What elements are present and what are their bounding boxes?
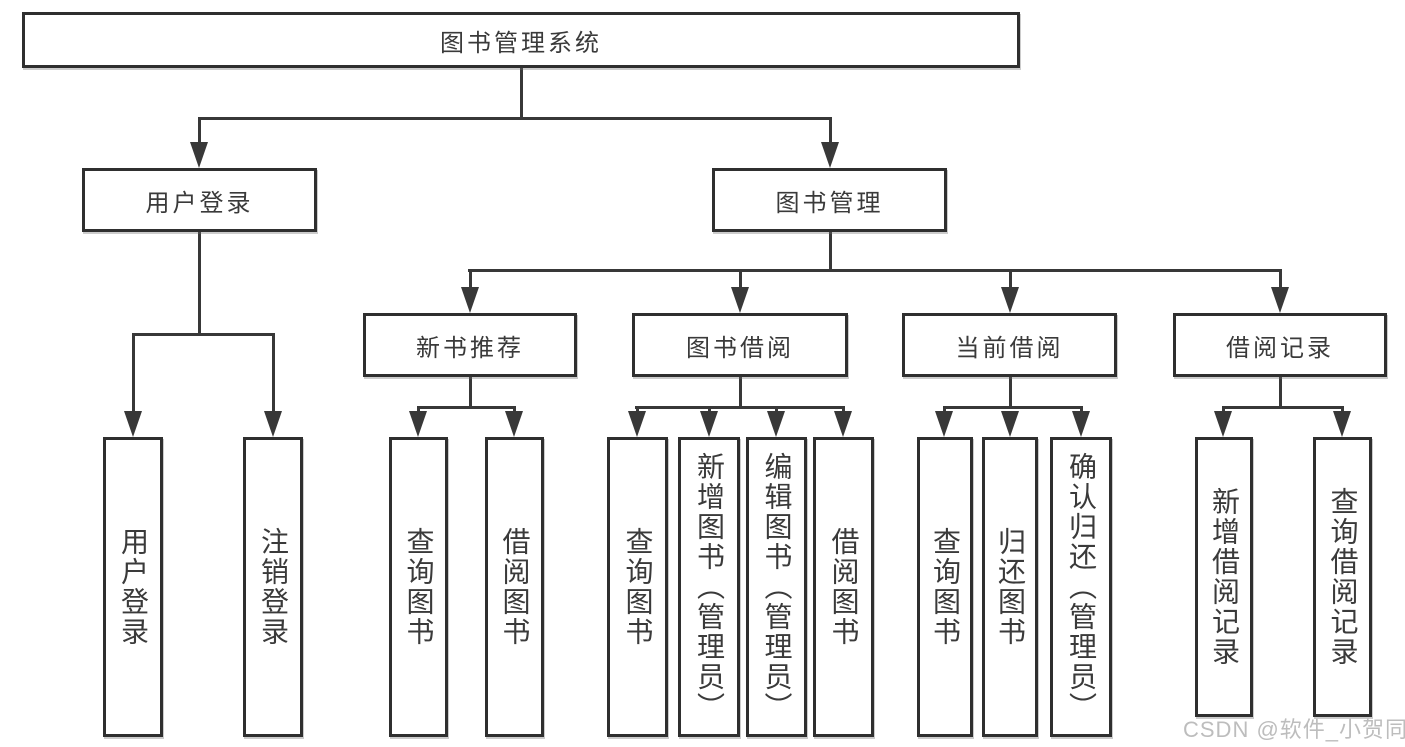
leaf-label: 查询图书 bbox=[930, 527, 961, 647]
leaf-add-borrow-record: 新增借阅记录 bbox=[1195, 437, 1253, 717]
leaf-confirm-return-admin: 确认归还（管理员） bbox=[1050, 437, 1112, 737]
leaf-add-books-admin: 新增图书（管理员） bbox=[678, 437, 740, 737]
node-current-borrowing: 当前借阅 bbox=[902, 313, 1117, 377]
leaf-return-books: 归还图书 bbox=[982, 437, 1038, 737]
connector-line bbox=[469, 269, 472, 291]
connector-line bbox=[132, 333, 135, 413]
leaf-label: 用户登录 bbox=[118, 527, 149, 647]
arrow-down-icon bbox=[190, 142, 208, 168]
connector-line bbox=[272, 333, 275, 413]
connector-line bbox=[739, 377, 742, 409]
leaf-borrow-books: 借阅图书 bbox=[813, 437, 874, 737]
connector-line bbox=[417, 406, 516, 409]
connector-line bbox=[513, 406, 516, 414]
connector-line bbox=[829, 117, 832, 144]
leaf-label: 借阅图书 bbox=[499, 527, 531, 647]
connector-line bbox=[1279, 269, 1282, 291]
connector-line bbox=[1009, 269, 1012, 291]
node-user-login: 用户登录 bbox=[82, 168, 317, 232]
arrow-down-icon bbox=[1333, 411, 1351, 437]
connector-line bbox=[1279, 377, 1282, 409]
leaf-label: 查询借阅记录 bbox=[1327, 487, 1359, 667]
arrow-down-icon bbox=[834, 411, 852, 437]
arrow-down-icon bbox=[264, 411, 282, 437]
connector-line bbox=[775, 406, 778, 414]
arrow-down-icon bbox=[628, 411, 646, 437]
connector-line bbox=[1009, 377, 1012, 409]
leaf-label: 查询图书 bbox=[622, 527, 654, 647]
connector-line bbox=[468, 269, 1282, 272]
connector-line bbox=[198, 232, 201, 336]
csdn-watermark: CSDN @软件_小贺同学 bbox=[1183, 717, 1405, 742]
arrow-down-icon bbox=[409, 411, 427, 437]
arrow-down-icon bbox=[767, 411, 785, 437]
node-label: 图书借阅 bbox=[686, 334, 794, 362]
arrow-down-icon bbox=[1271, 287, 1289, 313]
arrow-down-icon bbox=[505, 411, 523, 437]
connector-line bbox=[520, 68, 523, 118]
connector-line bbox=[417, 406, 420, 414]
node-label: 借阅记录 bbox=[1226, 334, 1334, 362]
arrow-down-icon bbox=[1001, 411, 1019, 437]
arrow-down-icon bbox=[124, 411, 142, 437]
node-label: 当前借阅 bbox=[955, 334, 1064, 362]
node-label: 图书管理 bbox=[775, 189, 884, 217]
leaf-edit-books-admin: 编辑图书（管理员） bbox=[746, 437, 807, 737]
leaf-user-login: 用户登录 bbox=[103, 437, 163, 737]
arrow-down-icon bbox=[700, 411, 718, 437]
arrow-down-icon bbox=[1214, 411, 1232, 437]
connector-line bbox=[739, 269, 742, 291]
leaf-label: 归还图书 bbox=[995, 527, 1026, 647]
connector-line bbox=[1080, 406, 1083, 414]
connector-line bbox=[198, 117, 201, 144]
connector-line bbox=[198, 117, 832, 120]
arrow-down-icon bbox=[1072, 411, 1090, 437]
arrow-down-icon bbox=[821, 142, 839, 168]
leaf-label: 确认归还（管理员） bbox=[1066, 452, 1097, 722]
connector-line bbox=[842, 406, 845, 414]
arrow-down-icon bbox=[1001, 287, 1019, 313]
node-label: 用户登录 bbox=[145, 189, 254, 217]
node-new-book-recommend: 新书推荐 bbox=[363, 313, 577, 377]
leaf-label: 新增借阅记录 bbox=[1209, 487, 1240, 667]
connector-line bbox=[829, 232, 832, 272]
connector-line bbox=[635, 406, 845, 409]
connector-line bbox=[943, 406, 946, 414]
leaf-label: 查询图书 bbox=[403, 527, 435, 647]
connector-line bbox=[943, 406, 1083, 409]
leaf-label: 编辑图书（管理员） bbox=[761, 452, 793, 722]
node-label: 新书推荐 bbox=[416, 334, 524, 362]
connector-line bbox=[469, 377, 472, 409]
connector-line bbox=[132, 333, 275, 336]
leaf-query-books: 查询图书 bbox=[607, 437, 668, 737]
connector-line bbox=[708, 406, 711, 414]
node-library-management-system: 图书管理系统 bbox=[22, 12, 1020, 68]
node-borrowing-records: 借阅记录 bbox=[1173, 313, 1387, 377]
node-book-borrowing: 图书借阅 bbox=[632, 313, 848, 377]
leaf-borrow-books: 借阅图书 bbox=[485, 437, 544, 737]
leaf-label: 借阅图书 bbox=[828, 527, 860, 647]
connector-line bbox=[636, 406, 639, 414]
leaf-logout: 注销登录 bbox=[243, 437, 303, 737]
node-label: 图书管理系统 bbox=[440, 29, 602, 57]
arrow-down-icon bbox=[935, 411, 953, 437]
connector-line bbox=[1222, 406, 1344, 409]
leaf-label: 注销登录 bbox=[258, 527, 289, 647]
arrow-down-icon bbox=[461, 287, 479, 313]
node-book-management: 图书管理 bbox=[712, 168, 947, 232]
connector-line bbox=[1222, 406, 1225, 414]
leaf-query-borrow-record: 查询借阅记录 bbox=[1313, 437, 1372, 717]
leaf-label: 新增图书（管理员） bbox=[694, 452, 725, 722]
leaf-query-books: 查询图书 bbox=[389, 437, 448, 737]
connector-line bbox=[1341, 406, 1344, 414]
arrow-down-icon bbox=[731, 287, 749, 313]
leaf-query-books: 查询图书 bbox=[917, 437, 973, 737]
